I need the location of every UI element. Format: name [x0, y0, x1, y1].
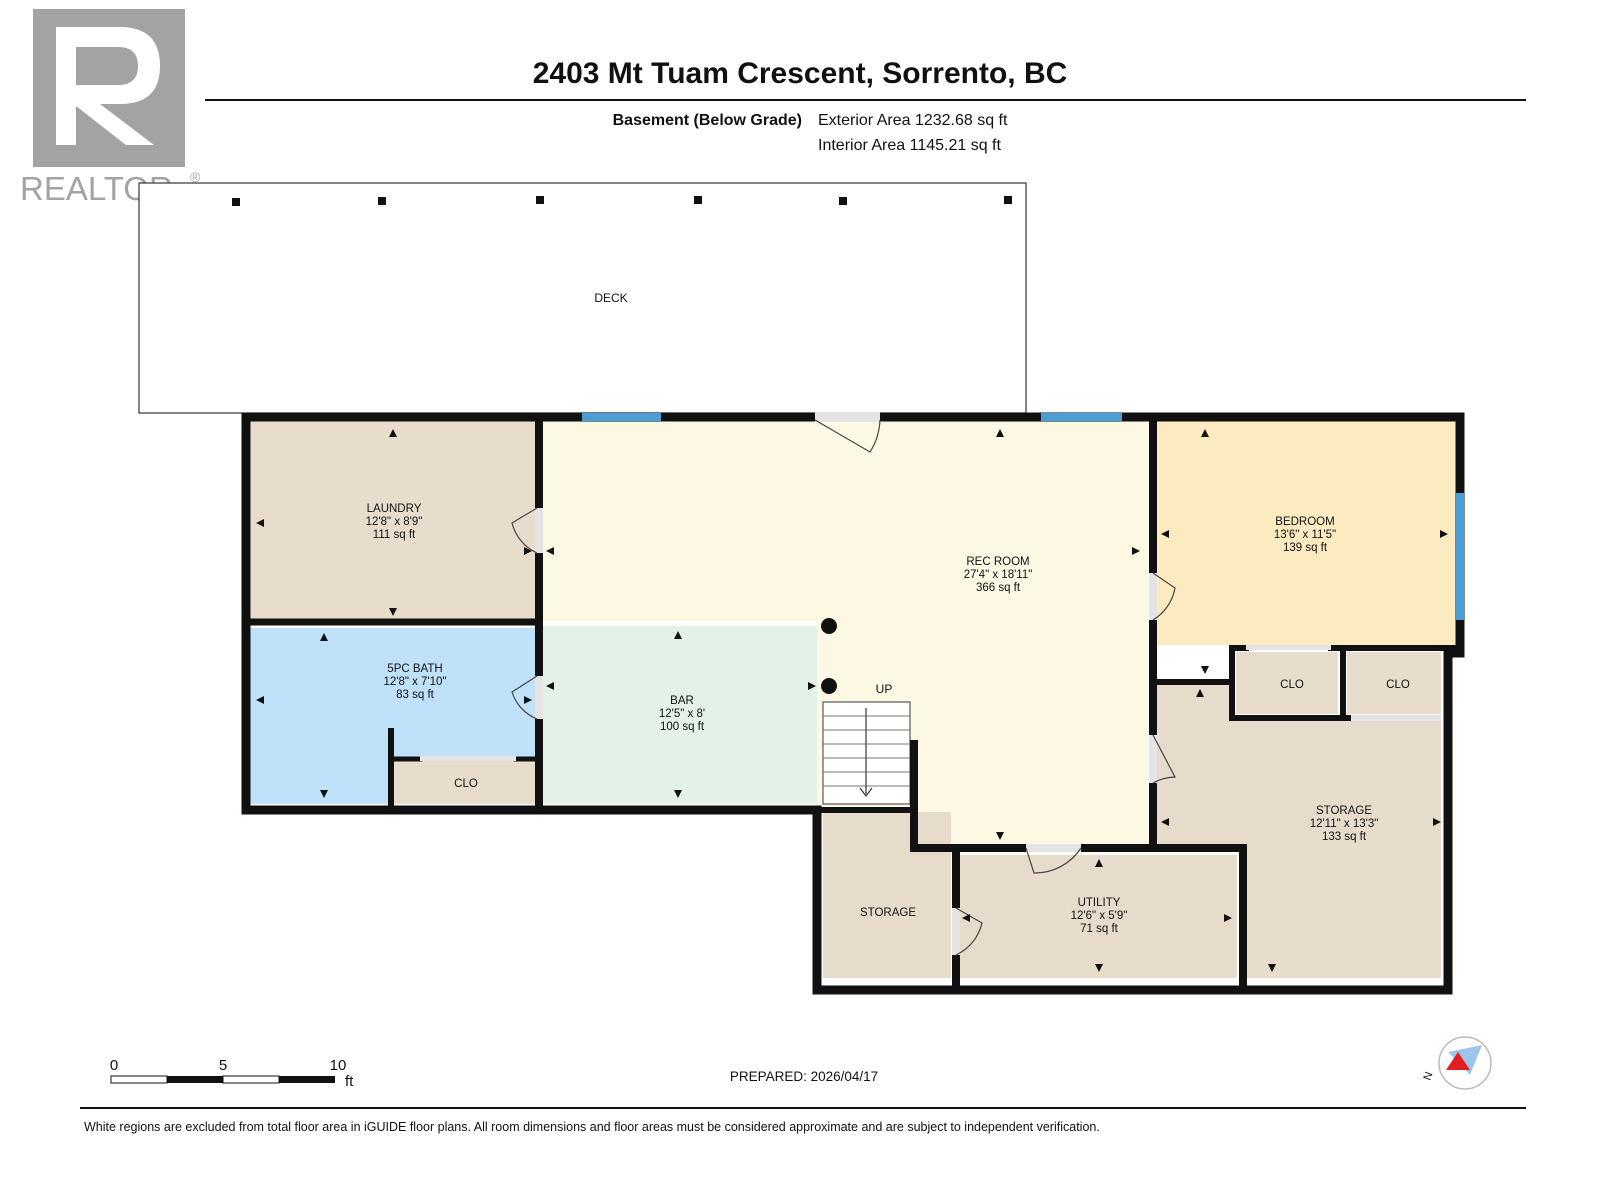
bath-area: 83 sq ft — [396, 689, 435, 701]
staircase: UP — [822, 682, 911, 805]
stairs-label: UP — [876, 682, 893, 696]
bath-closet — [394, 757, 537, 804]
scale-bar: 0 5 10 ft — [110, 1057, 354, 1090]
laundry-area: 111 sq ft — [373, 529, 416, 541]
bath-name: 5PC BATH — [387, 663, 442, 675]
laundry-room — [249, 420, 539, 621]
utility-dims: 12'6" x 5'9" — [1071, 910, 1128, 922]
bedroom-area: 139 sq ft — [1283, 542, 1328, 554]
rec-room-dims: 27'4" x 18'11" — [964, 569, 1033, 581]
registered-mark: ® — [190, 169, 201, 185]
bedroom-dims: 13'6" x 11'5" — [1274, 529, 1336, 541]
scale-tick-0: 0 — [110, 1057, 118, 1074]
realtor-logo: REALTOR ® — [20, 9, 201, 207]
rec-room — [539, 420, 1148, 621]
exterior-area: Exterior Area 1232.68 sq ft — [818, 112, 1008, 129]
compass-north-label: N — [1422, 1070, 1436, 1082]
interior-area: Interior Area 1145.21 sq ft — [818, 137, 1001, 154]
deck-area — [138, 182, 1027, 414]
window — [582, 413, 661, 421]
dimension-markers — [256, 429, 1448, 972]
storage-small-room — [823, 812, 951, 978]
rec-room-name: REC ROOM — [966, 556, 1029, 568]
deck-post — [232, 198, 240, 206]
column — [821, 678, 837, 694]
storage-large-dims: 12'11" x 13'3" — [1310, 818, 1379, 830]
storage-large-name: STORAGE — [1316, 805, 1372, 817]
deck-post — [839, 197, 847, 205]
storage-large-area: 133 sq ft — [1322, 831, 1367, 843]
floor-label: Basement (Below Grade) — [613, 112, 802, 129]
page-title: 2403 Mt Tuam Crescent, Sorrento, BC — [533, 57, 1068, 90]
bath-closet-label: CLO — [454, 778, 478, 790]
laundry-dims: 12'8" x 8'9" — [366, 516, 423, 528]
deck-post — [378, 197, 386, 205]
scale-unit: ft — [345, 1073, 354, 1090]
utility-area: 71 sq ft — [1080, 923, 1119, 935]
deck-post — [1004, 196, 1012, 204]
bedroom-room — [1153, 421, 1456, 645]
utility-name: UTILITY — [1078, 897, 1121, 909]
deck-posts — [232, 196, 1012, 206]
compass-icon: N — [1422, 1036, 1492, 1090]
utility-room — [960, 855, 1237, 978]
window — [1041, 413, 1122, 421]
scale-tick-5: 5 — [219, 1057, 227, 1074]
doors — [420, 412, 1441, 956]
scale-tick-10: 10 — [330, 1057, 347, 1074]
bar-area: 100 sq ft — [660, 721, 705, 733]
bedroom-name: BEDROOM — [1275, 516, 1334, 528]
deck-label: DECK — [594, 291, 627, 305]
rec-room-area: 366 sq ft — [976, 582, 1021, 594]
window — [1456, 493, 1464, 620]
bar-room — [539, 626, 817, 804]
deck-post — [694, 196, 702, 204]
storage-large-room — [1153, 685, 1441, 978]
closet-1-label: CLO — [1280, 679, 1304, 691]
closet-2 — [1347, 652, 1441, 714]
prepared-date: PREPARED: 2026/04/17 — [730, 1069, 878, 1084]
bar-name: BAR — [670, 695, 694, 707]
column — [821, 618, 837, 634]
closet-2-label: CLO — [1386, 679, 1410, 691]
bath-dims: 12'8" x 7'10" — [383, 676, 446, 688]
footer-disclaimer: White regions are excluded from total fl… — [84, 1120, 1100, 1134]
laundry-name: LAUNDRY — [367, 503, 422, 515]
windows — [582, 413, 1464, 620]
storage-small-name: STORAGE — [860, 907, 916, 919]
deck-post — [536, 196, 544, 204]
bar-dims: 12'5" x 8' — [659, 708, 705, 720]
closet-1 — [1236, 652, 1338, 714]
